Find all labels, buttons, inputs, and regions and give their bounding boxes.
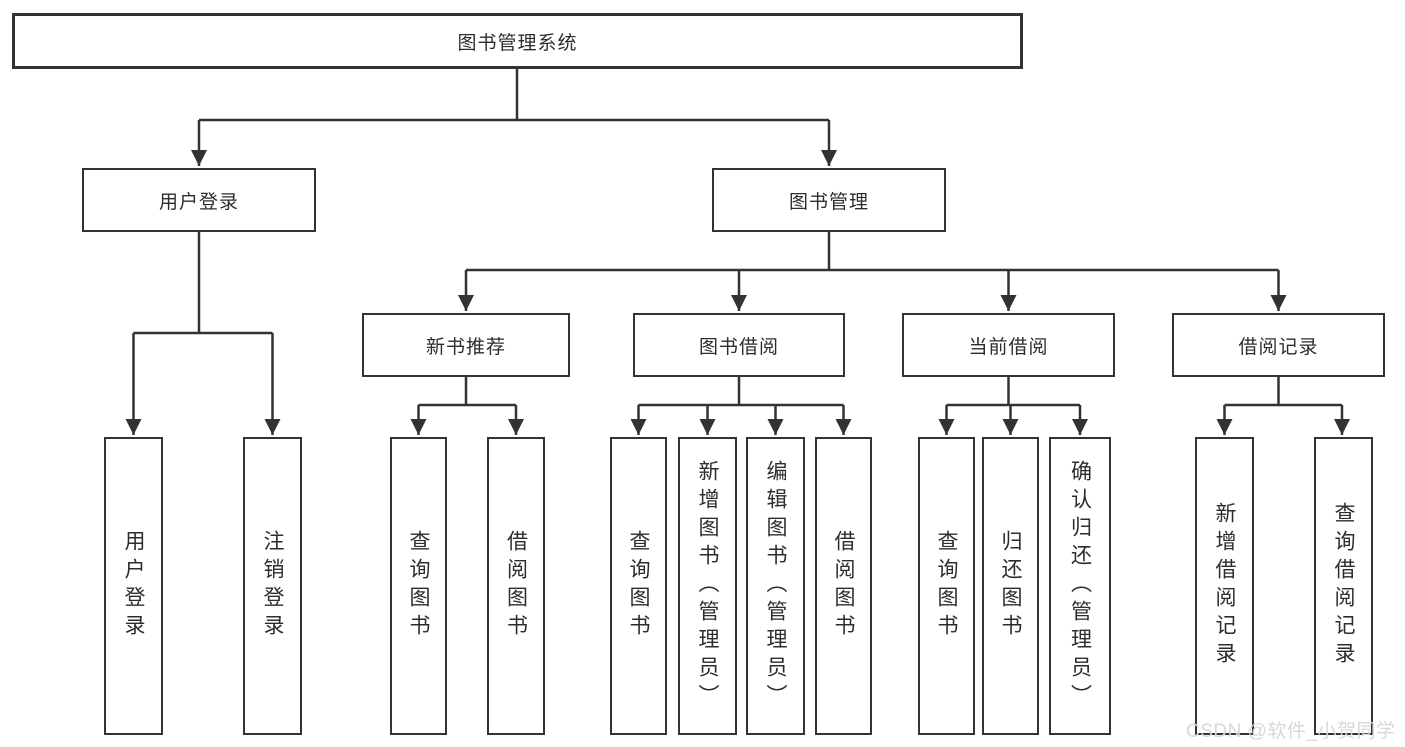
- csdn-watermark: CSDN @软件_小贺同学: [1186, 721, 1396, 742]
- node-user-login: 用户登录: [82, 168, 316, 232]
- leaf-current-confirm-return-admin: 确认归还（管理员）: [1049, 437, 1111, 735]
- leaf-current-query-book: 查询图书: [918, 437, 975, 735]
- leaf-recommend-query-book: 查询图书: [390, 437, 447, 735]
- node-book-management: 图书管理: [712, 168, 946, 232]
- node-book-borrowing: 图书借阅: [633, 313, 845, 377]
- leaf-borrow-edit-book-admin: 编辑图书（管理员）: [746, 437, 805, 735]
- node-new-book-recommend: 新书推荐: [362, 313, 570, 377]
- leaf-borrow-query-book: 查询图书: [610, 437, 667, 735]
- leaf-current-return-book: 归还图书: [982, 437, 1039, 735]
- leaf-user-logout: 注销登录: [243, 437, 302, 735]
- node-borrowing-records: 借阅记录: [1172, 313, 1385, 377]
- leaf-borrow-borrow-book: 借阅图书: [815, 437, 872, 735]
- leaf-borrow-add-book-admin: 新增图书（管理员）: [678, 437, 737, 735]
- node-current-borrowing: 当前借阅: [902, 313, 1115, 377]
- leaf-user-login: 用户登录: [104, 437, 163, 735]
- node-root-system: 图书管理系统: [12, 13, 1023, 69]
- leaf-recommend-borrow-book: 借阅图书: [487, 437, 545, 735]
- leaf-record-query-record: 查询借阅记录: [1314, 437, 1373, 735]
- leaf-record-add-record: 新增借阅记录: [1195, 437, 1254, 735]
